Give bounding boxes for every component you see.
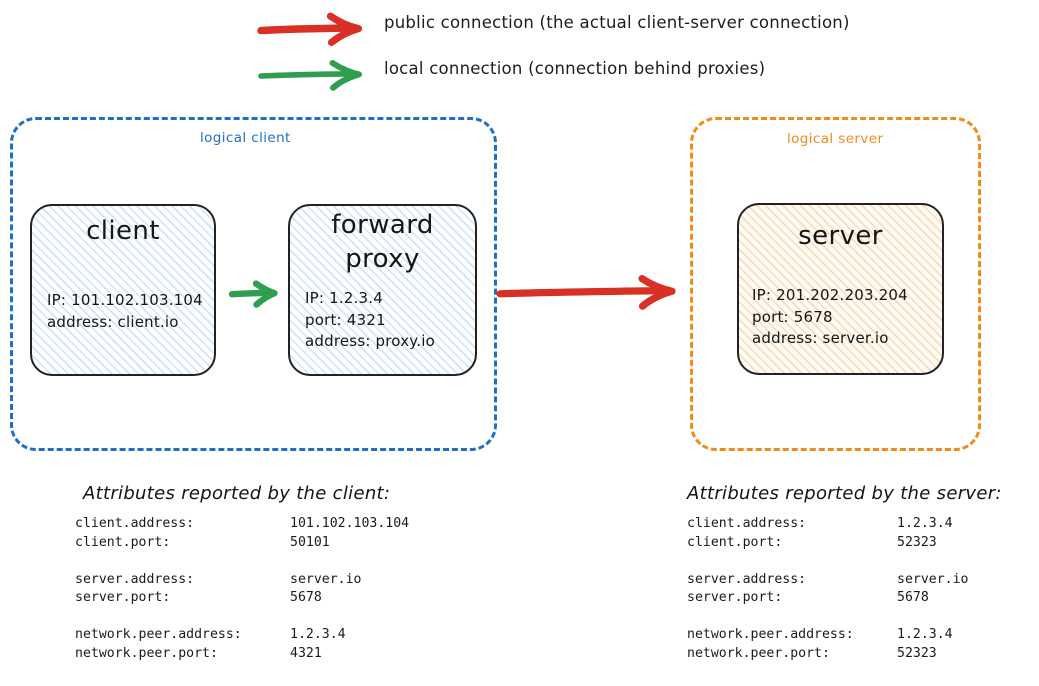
attr-value: 5678 bbox=[897, 590, 929, 605]
attr-value: server.io bbox=[897, 571, 969, 587]
group-logical-server-label: logical server bbox=[787, 131, 884, 147]
node-server-detail-line: port: 5678 bbox=[752, 307, 833, 326]
group-logical-server bbox=[690, 117, 981, 451]
group-logical-client-label: logical client bbox=[200, 130, 291, 146]
attr-value: 101.102.103.104 bbox=[290, 516, 410, 531]
node-server-detail-line: address: server.io bbox=[752, 329, 889, 347]
node-forward-proxy-detail-line: address: proxy.io bbox=[305, 332, 435, 350]
attr-key: client.address: bbox=[687, 516, 807, 531]
attr-key: network.peer.port: bbox=[75, 645, 218, 661]
legend-public-label: public connection (the actual client-ser… bbox=[384, 13, 850, 32]
node-server-title: server bbox=[798, 221, 883, 251]
attr-key: server.address: bbox=[75, 571, 195, 587]
node-forward-proxy[interactable] bbox=[288, 204, 477, 376]
attr-value: 50101 bbox=[290, 534, 330, 550]
attr-value: 1.2.3.4 bbox=[897, 516, 953, 531]
arrow-client-to-proxy bbox=[228, 278, 288, 310]
attr-value: 52323 bbox=[897, 645, 937, 661]
red-arrow-icon bbox=[496, 275, 676, 310]
attr-key: network.peer.port: bbox=[687, 645, 830, 661]
attr-key: client.address: bbox=[75, 516, 195, 531]
attr-key: client.port: bbox=[687, 534, 783, 550]
node-client-detail-line: address: client.io bbox=[47, 312, 179, 331]
red-arrow-icon bbox=[257, 12, 363, 46]
node-forward-proxy-title-line-1: forward bbox=[331, 210, 434, 240]
legend-local-label: local connection (connection behind prox… bbox=[384, 59, 766, 78]
attr-value: 1.2.3.4 bbox=[290, 627, 346, 642]
green-arrow-icon bbox=[228, 280, 278, 308]
attr-value: 4321 bbox=[290, 645, 322, 661]
attr-key: server.port: bbox=[687, 590, 783, 605]
server-attributes-heading: Attributes reported by the server: bbox=[687, 483, 1002, 504]
node-forward-proxy-details: IP: 1.2.3.4 port: 4321 address: proxy.io bbox=[305, 288, 435, 353]
node-client-details: IP: 101.102.103.104 address: client.io bbox=[47, 290, 203, 333]
attr-key: network.peer.address: bbox=[687, 627, 854, 642]
node-client-detail-line: IP: 101.102.103.104 bbox=[47, 291, 203, 309]
attr-key: server.port: bbox=[75, 590, 171, 605]
attr-key: client.port: bbox=[75, 534, 171, 550]
legend: public connection (the actual client-ser… bbox=[0, 0, 1039, 100]
attr-value: server.io bbox=[290, 571, 362, 587]
node-server-details: IP: 201.202.203.204 port: 5678 address: … bbox=[752, 285, 908, 350]
legend-local-arrow-row bbox=[258, 58, 370, 92]
green-arrow-icon bbox=[258, 60, 362, 91]
node-forward-proxy-title-line-2: proxy bbox=[345, 244, 420, 274]
node-server-detail-line: IP: 201.202.203.204 bbox=[752, 286, 908, 304]
attr-key: network.peer.address: bbox=[75, 627, 242, 642]
attr-value: 52323 bbox=[897, 534, 937, 550]
group-logical-client bbox=[10, 117, 497, 451]
node-client-title: client bbox=[86, 216, 160, 246]
node-forward-proxy-detail-line: IP: 1.2.3.4 bbox=[305, 289, 383, 307]
attr-value: 1.2.3.4 bbox=[897, 627, 953, 642]
node-forward-proxy-detail-line: port: 4321 bbox=[305, 310, 386, 329]
node-client[interactable] bbox=[30, 204, 216, 376]
legend-public-arrow-row bbox=[257, 12, 370, 46]
node-server[interactable] bbox=[737, 203, 944, 375]
attr-value: 5678 bbox=[290, 590, 322, 605]
client-attributes-heading: Attributes reported by the client: bbox=[83, 483, 391, 504]
attr-key: server.address: bbox=[687, 571, 807, 587]
arrow-proxy-to-server bbox=[496, 272, 686, 314]
